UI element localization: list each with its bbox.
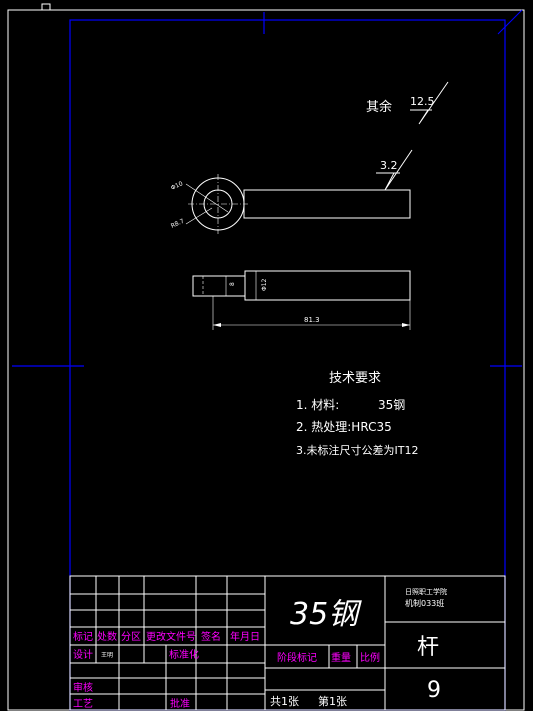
label-qianming: 签名	[201, 630, 221, 643]
arm-bar-front	[244, 270, 411, 301]
dim-length: 81.3	[304, 316, 320, 324]
orientation-mark	[497, 9, 523, 35]
designer-name: 王明	[101, 652, 113, 659]
label-chushu: 处数	[97, 630, 117, 643]
surface-finish-other-label: 其余	[366, 99, 392, 115]
end-section	[192, 275, 246, 297]
drawing-number: 9	[427, 678, 441, 703]
part-name: 杆	[417, 635, 439, 660]
dim-depth: 8	[229, 282, 236, 286]
roughness-value-125: 12.5	[410, 95, 435, 108]
label-biaoji: 标记	[73, 631, 93, 643]
label-fenqu: 分区	[121, 631, 141, 643]
dim-height: Φ12	[261, 278, 268, 291]
arm-bar-top	[243, 189, 411, 219]
grip-handle[interactable]	[41, 3, 51, 11]
class-name: 机制033班	[405, 598, 444, 608]
tech-line1-value: 35钢	[378, 398, 405, 412]
dim-hole-dia: Φ10	[170, 180, 184, 192]
front-view[interactable]: 8 Φ12 81.3	[192, 270, 411, 330]
title-block-border	[69, 575, 506, 711]
leader-hole-dia	[185, 183, 229, 213]
roughness-value-32: 3.2	[380, 159, 398, 172]
top-view[interactable]: Φ10 R8.7	[170, 174, 411, 234]
label-gong: 共1张	[270, 695, 299, 708]
dim-radius: R8.7	[170, 218, 186, 230]
label-di: 第1张	[318, 694, 347, 708]
label-shenhe: 审核	[73, 681, 93, 694]
sheet-outer-border	[7, 9, 525, 711]
label-pizhun: 批准	[170, 697, 190, 710]
label-biaozhunhua: 标准化	[169, 648, 199, 661]
school-name: 日照职工学院	[405, 587, 447, 596]
label-genggai: 更改文件号	[146, 630, 196, 643]
label-nianyueri: 年月日	[230, 630, 260, 643]
title-block-labels: 标记 处数 分区 更改文件号 签名 年月日 设计 王明 标准化 审核 工艺 批准…	[73, 630, 380, 710]
leader-radius	[185, 207, 213, 225]
tech-title: 技术要求	[329, 371, 381, 386]
label-gongyi: 工艺	[73, 698, 93, 710]
tech-line1-label: 1. 材料:	[296, 398, 339, 412]
label-bili: 比例	[360, 651, 380, 664]
tech-line2: 2. 热处理:HRC35	[296, 420, 392, 434]
label-sheji: 设计	[73, 648, 93, 661]
title-block[interactable]	[69, 575, 506, 711]
label-jieduan: 阶段标记	[277, 651, 317, 664]
arrow-left	[213, 323, 221, 327]
tech-line3: 3.未标注尺寸公差为IT12	[296, 443, 418, 457]
label-zhongliang: 重量	[331, 651, 351, 664]
arrow-right	[402, 323, 410, 327]
material-title: 35钢	[290, 597, 362, 632]
tech-requirements: 技术要求 1. 材料: 35钢 2. 热处理:HRC35 3.未标注尺寸公差为I…	[296, 371, 418, 457]
